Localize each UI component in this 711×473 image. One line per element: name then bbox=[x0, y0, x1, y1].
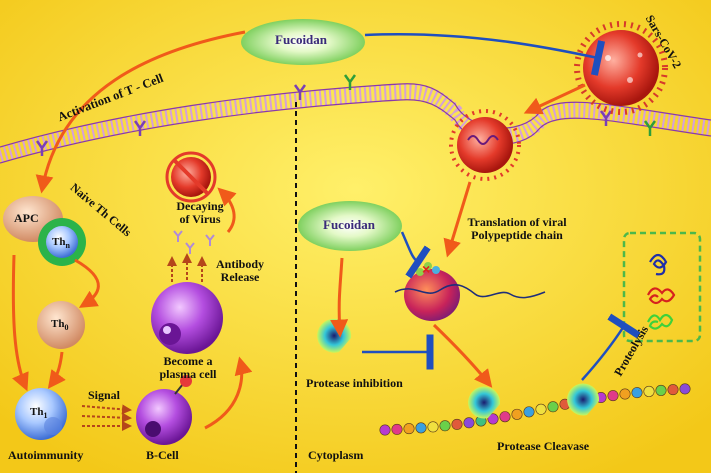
cell-membrane bbox=[0, 83, 711, 164]
chain-bead bbox=[415, 422, 427, 434]
chain-bead bbox=[379, 424, 391, 436]
plasma-cell bbox=[151, 282, 223, 354]
chain-bead bbox=[451, 418, 463, 430]
decaying-virus bbox=[165, 151, 217, 203]
protease-inhibition-label: Protease inhibition bbox=[306, 376, 403, 390]
chain-bead bbox=[643, 385, 655, 397]
arrow-activation-t-cell bbox=[35, 30, 246, 194]
fucoidan-mid-label: Fucoidan bbox=[323, 217, 376, 232]
th-0-label: Th0 bbox=[51, 318, 69, 333]
autoimmunity-label: Autoimmunity bbox=[8, 448, 84, 462]
signal-label: Signal bbox=[88, 388, 121, 402]
chain-bead bbox=[511, 408, 523, 420]
chain-bead bbox=[427, 421, 439, 433]
proteolysis-products-box bbox=[622, 231, 702, 343]
th-n-cell bbox=[38, 218, 86, 266]
arrow-antibody-to-decay bbox=[217, 187, 237, 233]
polypeptide-bead-chain bbox=[379, 383, 691, 436]
chain-bead bbox=[667, 384, 679, 396]
arrow-thn-to-th0 bbox=[74, 258, 100, 308]
b-cell-label: B-Cell bbox=[146, 448, 179, 462]
cytoplasm-label: Cytoplasm bbox=[308, 448, 364, 462]
protease-cleavage-label: Protease Cleavase bbox=[497, 439, 590, 453]
chain-bead bbox=[391, 423, 403, 435]
th-1-label: Th1 bbox=[30, 406, 48, 421]
chain-bead bbox=[631, 387, 643, 399]
antibody-release-arrows bbox=[167, 253, 207, 282]
chain-bead bbox=[547, 401, 559, 413]
th-n-label: Thn bbox=[52, 236, 70, 251]
b-cell bbox=[136, 375, 192, 445]
chain-bead bbox=[655, 384, 667, 396]
inhibition-lines bbox=[362, 32, 641, 381]
arrow-th0-to-th1 bbox=[47, 351, 66, 389]
arrow-bcell-to-plasma bbox=[204, 356, 253, 430]
inhibit-proteolysis bbox=[581, 313, 641, 381]
translation-block-x: × bbox=[422, 261, 430, 277]
chain-bead bbox=[535, 403, 547, 415]
released-antibodies bbox=[173, 230, 215, 254]
chain-bead bbox=[499, 411, 511, 423]
endocytosed-virus bbox=[449, 109, 521, 181]
activation-arrows bbox=[11, 30, 586, 430]
cleavage-enzyme-1 bbox=[468, 386, 501, 419]
arrow-to-cleavage bbox=[432, 323, 493, 388]
arrow-apc-to-th1 bbox=[11, 254, 29, 392]
chain-bead bbox=[523, 406, 535, 418]
chain-bead bbox=[463, 417, 475, 429]
inhibit-virus-entry bbox=[364, 32, 606, 76]
chain-bead bbox=[439, 420, 451, 432]
chain-bead bbox=[487, 413, 499, 425]
chain-bead bbox=[403, 423, 415, 435]
chain-bead bbox=[607, 390, 619, 402]
apc-label: APC bbox=[14, 211, 39, 225]
arrow-fucoidan-to-inhibitor bbox=[330, 257, 349, 338]
chain-bead bbox=[679, 383, 691, 395]
th-0-cell bbox=[37, 301, 85, 349]
inhibit-translation bbox=[400, 231, 431, 279]
chain-bead bbox=[619, 388, 631, 400]
cleavage-enzyme-2 bbox=[567, 383, 600, 416]
signal-arrows bbox=[81, 404, 132, 431]
th-1-cell bbox=[15, 388, 67, 440]
arrow-translation bbox=[443, 181, 472, 258]
membrane-receptors bbox=[35, 74, 657, 156]
fucoidan-mid bbox=[298, 201, 402, 251]
arrow-virus-entry bbox=[523, 83, 586, 115]
fucoidan-top bbox=[241, 19, 365, 65]
fucoidan-top-label: Fucoidan bbox=[275, 32, 328, 47]
